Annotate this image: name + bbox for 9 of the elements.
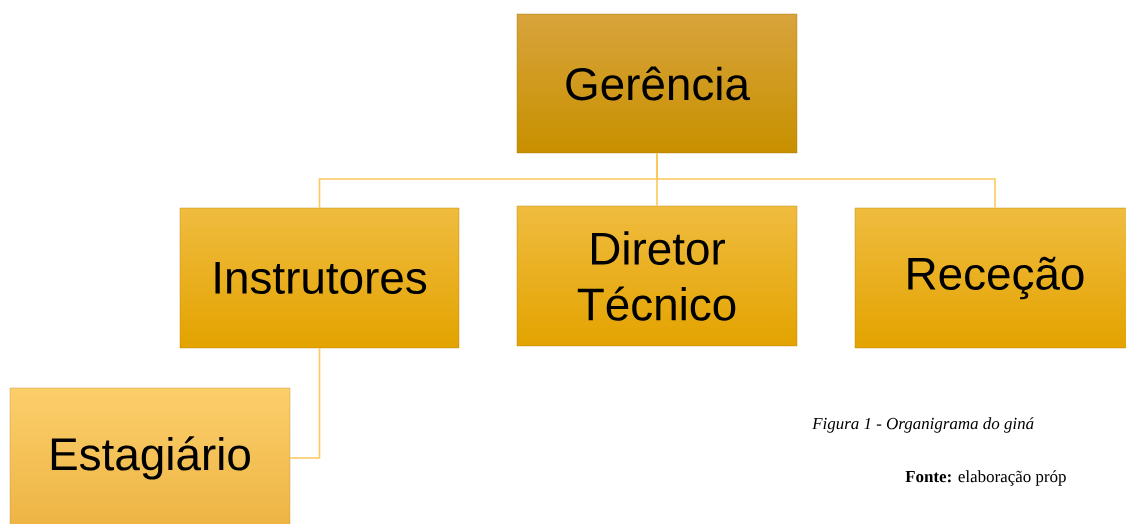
source-note: Fonte: elaboração próp	[905, 470, 1066, 486]
org-box: Instrutores	[179, 207, 460, 349]
connector-line	[289, 347, 321, 459]
org-box: Estagiário	[9, 387, 291, 524]
connector-line	[656, 152, 996, 209]
figure-caption: Figura 1 - Organigrama do giná	[812, 417, 1034, 433]
org-box: Diretor Técnico	[516, 205, 798, 347]
org-box: Gerência	[516, 13, 798, 154]
org-box: Receção	[854, 207, 1126, 349]
